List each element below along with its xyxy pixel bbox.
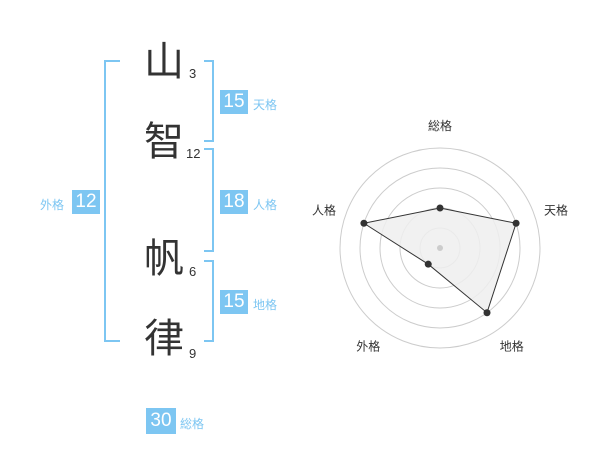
radar-point-4 <box>424 260 432 268</box>
chikaku-value: 15 <box>220 290 248 314</box>
chikaku-label: 地格 <box>253 298 278 312</box>
jinkaku-label: 人格 <box>253 198 278 212</box>
soukaku-label: 総格 <box>180 417 205 431</box>
radar-point-5 <box>360 219 368 227</box>
name-char-3: 帆 <box>144 236 184 282</box>
radar-axis-label-5: 人格 <box>312 202 336 217</box>
gaikaku-value: 12 <box>72 190 100 214</box>
radar-grid-ring <box>339 147 541 349</box>
radar-axis-label-2: 天格 <box>544 202 568 217</box>
gaikaku-label: 外格 <box>40 198 65 212</box>
tenkaku-bracket <box>204 60 214 142</box>
name-char-2: 智 <box>144 119 184 165</box>
tenkaku-label: 天格 <box>253 98 278 112</box>
radar-axis-label-4: 外格 <box>356 339 380 354</box>
chikaku-bracket <box>204 260 214 342</box>
soukaku-value: 30 <box>146 408 176 434</box>
stroke-count-2: 12 <box>186 146 201 161</box>
name-char-1: 山 <box>144 39 184 85</box>
stroke-count-3: 6 <box>189 264 197 279</box>
radar-point-2 <box>512 219 520 227</box>
radar-center-dot <box>437 245 443 251</box>
gaikaku-bracket <box>104 60 120 342</box>
jinkaku-value: 18 <box>220 190 248 214</box>
name-char-4: 律 <box>144 316 184 362</box>
radar-grid-ring <box>359 167 521 329</box>
radar-point-1 <box>436 204 444 212</box>
stroke-count-1: 3 <box>189 66 197 81</box>
radar-axis-label-1: 総格 <box>428 118 452 133</box>
radar-axis-label-3: 地格 <box>500 339 524 354</box>
jinkaku-bracket <box>204 148 214 252</box>
stroke-count-4: 9 <box>189 346 197 361</box>
radar-point-3 <box>483 309 491 317</box>
tenkaku-value: 15 <box>220 90 248 114</box>
radar-polygon <box>362 207 517 314</box>
